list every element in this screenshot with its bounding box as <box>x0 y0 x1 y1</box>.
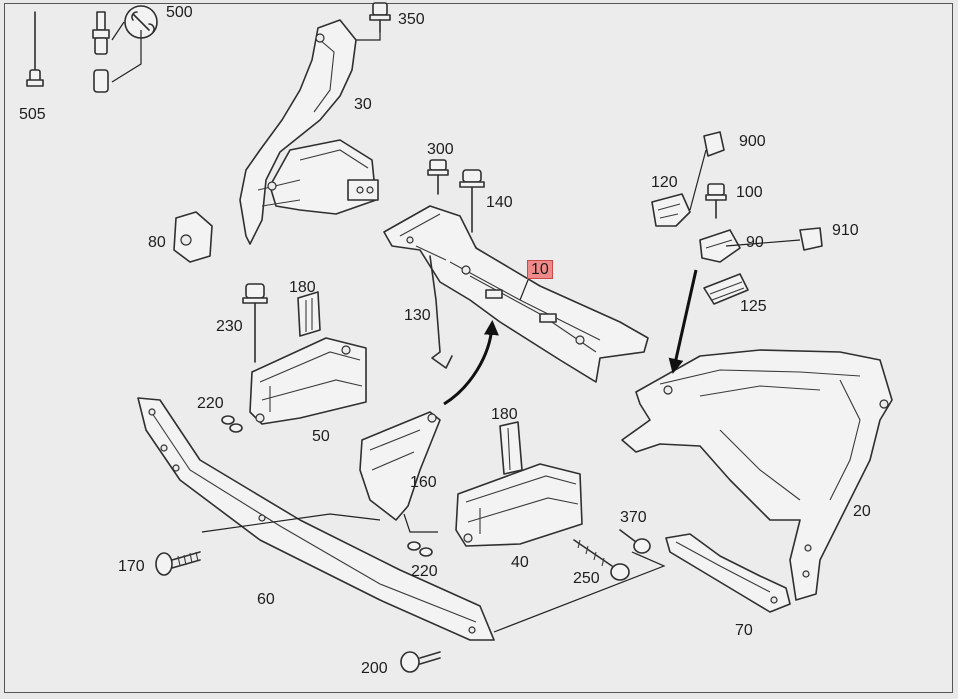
callout-160: 160 <box>410 474 437 491</box>
callout-300: 300 <box>427 141 454 158</box>
callout-180-upper: 180 <box>289 279 316 296</box>
nut-220-left[interactable] <box>221 415 243 433</box>
leader-lines <box>201 149 801 633</box>
callout-70: 70 <box>735 622 753 639</box>
bracket-180-lower[interactable] <box>499 421 523 475</box>
callout-250: 250 <box>573 570 600 587</box>
sensor-125[interactable] <box>703 273 749 305</box>
rivet-505[interactable] <box>26 11 44 87</box>
callout-900: 900 <box>739 133 766 150</box>
callout-220-left: 220 <box>197 395 224 412</box>
bracket-80[interactable] <box>173 211 213 263</box>
callout-910: 910 <box>832 222 859 239</box>
callout-80: 80 <box>148 234 166 251</box>
bolt-200[interactable] <box>400 651 441 673</box>
bracket-70[interactable] <box>665 533 791 613</box>
callout-125: 125 <box>740 298 767 315</box>
callout-50: 50 <box>312 428 330 445</box>
bolt-350[interactable] <box>350 2 391 41</box>
mount-40[interactable] <box>455 463 583 547</box>
callout-200: 200 <box>361 660 388 677</box>
callout-370: 370 <box>620 509 647 526</box>
bracket-30[interactable] <box>239 19 379 245</box>
nut-220-center[interactable] <box>407 541 433 557</box>
callout-120: 120 <box>651 174 678 191</box>
callout-30: 30 <box>354 96 372 113</box>
latch-120[interactable] <box>651 193 691 227</box>
bolt-230[interactable] <box>242 283 268 363</box>
bolt-250[interactable] <box>573 539 630 581</box>
clip-900[interactable] <box>703 131 725 157</box>
bracket-180-upper[interactable] <box>297 291 321 337</box>
callout-230: 230 <box>216 318 243 335</box>
bolt-set-500[interactable] <box>92 5 158 93</box>
mount-50[interactable] <box>249 337 367 425</box>
callout-10-highlighted: 10 <box>527 260 553 279</box>
callout-20: 20 <box>853 503 871 520</box>
bolt-300[interactable] <box>427 159 449 195</box>
callout-180-lower: 180 <box>491 406 518 423</box>
callout-40: 40 <box>511 554 529 571</box>
clip-910[interactable] <box>799 227 823 251</box>
callout-130: 130 <box>404 307 431 324</box>
bracket-90[interactable] <box>699 229 741 263</box>
callout-500: 500 <box>166 4 193 21</box>
bolt-370[interactable] <box>619 529 651 554</box>
callout-60: 60 <box>257 591 275 608</box>
bolt-100[interactable] <box>705 183 727 219</box>
crossmember-10[interactable] <box>383 205 649 383</box>
callout-90: 90 <box>746 234 764 251</box>
bracket-160[interactable] <box>359 411 441 521</box>
callout-220-center: 220 <box>411 563 438 580</box>
callout-100: 100 <box>736 184 763 201</box>
callout-350: 350 <box>398 11 425 28</box>
callout-140: 140 <box>486 194 513 211</box>
callout-505: 505 <box>19 106 46 123</box>
assembly-arrows <box>443 269 698 406</box>
bumper-beam-60[interactable] <box>137 397 495 641</box>
front-carrier-20[interactable] <box>621 349 893 601</box>
bolt-170[interactable] <box>155 551 201 576</box>
callout-170: 170 <box>118 558 145 575</box>
